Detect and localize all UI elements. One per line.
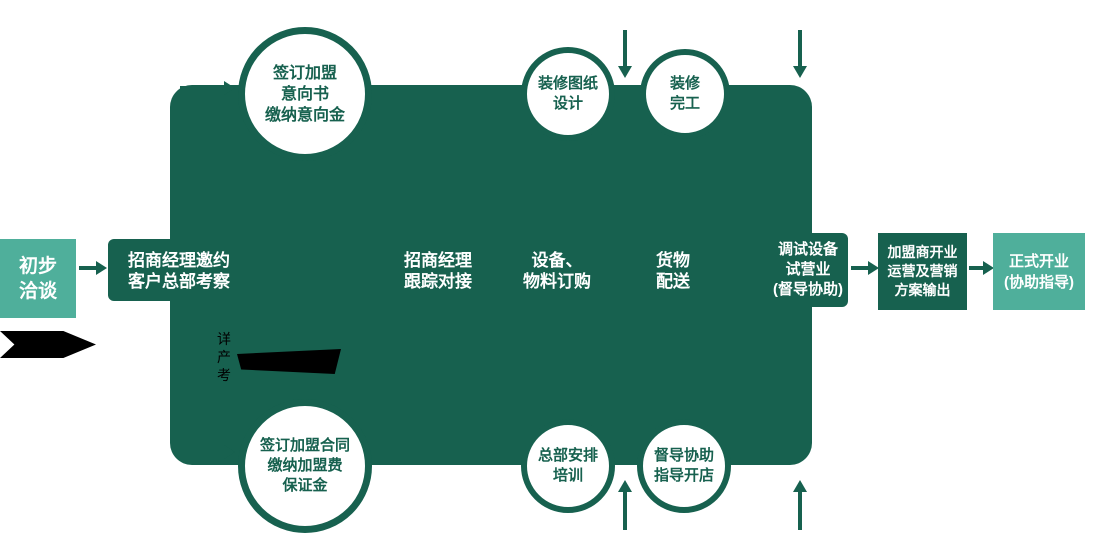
step-trial-label: 调试设备 试营业 (督导协助) [760,240,856,300]
circle-design-line: 设计 [552,95,583,112]
step-invite-line: 招商经理邀约 [128,251,230,270]
arrow-to-contract-circle-head [224,445,235,459]
circle-supervise-open-line: 督导协助 [653,447,714,464]
arrow-band-to-operation-line [851,266,868,270]
circle-sign-intent: 签订加盟 意向书 缴纳意向金 [238,27,372,161]
step-invite-label: 招商经理邀约 客户总部考察 [112,250,246,292]
grand-opening-node: 正式开业 (协助指导) [993,233,1085,310]
arrow-top-mid-head [618,66,632,78]
arrow-bottom-right-head [793,480,807,492]
circle-training-line: 总部安排 [537,447,598,464]
step-trial-line: 调试设备 [777,241,838,258]
start-node-line: 洽谈 [18,280,57,302]
circle-renovation-done-line: 装修 [669,75,700,92]
step-trial-line: (督导协助) [773,281,843,298]
step-follow-label: 招商经理 跟踪对接 [381,250,495,292]
circle-training-line: 培训 [552,467,583,484]
circle-design: 装修图纸 设计 [521,47,615,141]
step-delivery-line: 货物 [656,251,690,270]
arrow-operation-to-opening-line [969,266,983,270]
arrow-top-right-line [798,30,802,68]
step-follow-line: 招商经理 [404,251,472,270]
circle-renovation-done-line: 完工 [669,95,700,112]
step-equipment-label: 设备、 物料订购 [506,250,608,292]
arrow-top-right-head [793,66,807,78]
circle-supervise-open-line: 指导开店 [653,467,714,484]
arrow-bottom-mid-head [618,480,632,492]
arrow-top-mid-line [623,30,627,68]
step-delivery-line: 配送 [656,272,690,291]
arrow-start-to-band-head [96,261,107,275]
artifact-text-line: 详 [217,331,231,347]
step-follow-line: 跟踪对接 [404,272,472,291]
arrow-to-intent-circle-line [180,86,224,90]
circle-sign-contract-line: 签订加盟合同 [259,437,350,454]
arrow-to-contract-circle-line [180,450,224,454]
start-node: 初步 洽谈 [0,239,76,318]
grand-opening-node-line: (协助指导) [1004,273,1074,291]
band-left-tab [108,239,183,301]
circle-training: 总部安排 培训 [521,419,615,513]
operation-node-line: 加盟商开业 [887,244,958,260]
start-node-line: 初步 [18,255,57,277]
step-invite-line: 客户总部考察 [128,272,230,291]
operation-node-line: 方案输出 [894,282,951,298]
arrow-bottom-mid-line [623,491,627,530]
arrow-to-intent-circle-head [224,81,235,95]
operation-node-line: 运营及营销 [887,263,958,279]
circle-sign-contract: 签订加盟合同 缴纳加盟费 保证金 [238,399,372,533]
circle-sign-intent-line: 意向书 [280,85,329,103]
step-equipment-line: 物料订购 [523,272,591,291]
circle-sign-contract-line: 保证金 [282,477,328,494]
artifact-text-line: 产 [217,349,231,365]
circle-sign-intent-line: 缴纳意向金 [264,106,345,124]
arrow-operation-to-opening-head [983,261,994,275]
artifact-text-line: 考 [217,367,231,383]
grand-opening-node-line: 正式开业 [1008,252,1069,270]
artifact-black-arrow [0,331,96,358]
circle-supervise-open: 督导协助 指导开店 [637,419,731,513]
operation-node: 加盟商开业 运营及营销 方案输出 [878,233,967,310]
arrow-start-to-band-line [79,266,97,270]
arrow-band-to-operation-head [868,261,879,275]
circle-renovation-done: 装修 完工 [640,49,730,139]
circle-sign-intent-line: 签订加盟 [272,64,337,82]
step-delivery-label: 货物 配送 [628,250,718,292]
band-right-tab [790,233,848,307]
step-trial-line: 试营业 [785,261,831,278]
arrow-bottom-right-line [798,491,802,530]
circle-design-line: 装修图纸 [537,75,598,92]
step-equipment-line: 设备、 [531,251,583,270]
circle-sign-contract-line: 缴纳加盟费 [267,457,343,474]
artifact-text: 详 产 考 [217,330,231,384]
